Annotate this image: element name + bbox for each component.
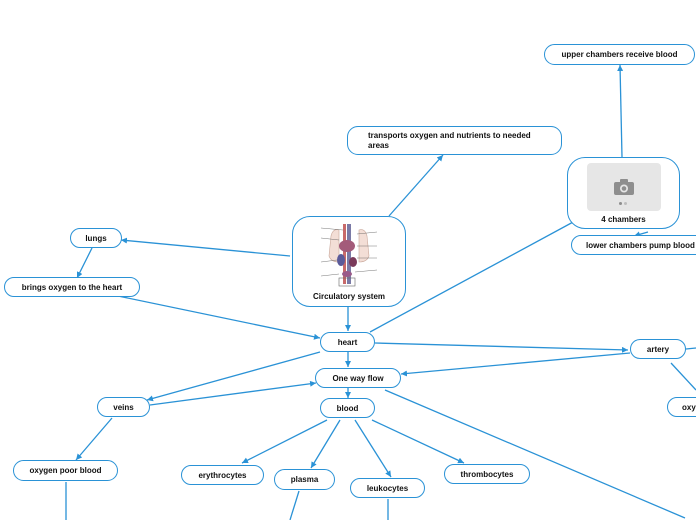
node-one-way-flow[interactable]: One way flow [315, 368, 401, 388]
node-label: transports oxygen and nutrients to neede… [368, 130, 531, 150]
node-upper-chambers[interactable]: upper chambers receive blood [544, 44, 695, 65]
node-label: brings oxygen to the heart [21, 282, 123, 292]
carousel-dot [618, 201, 622, 205]
node-label: erythrocytes [198, 470, 247, 480]
camera-icon [613, 178, 634, 195]
node-oxygen-poor-blood[interactable]: oxygen poor blood [13, 460, 118, 481]
node-blood[interactable]: blood [320, 398, 375, 418]
node-lower-chambers[interactable]: lower chambers pump blood [571, 235, 696, 255]
node-label: plasma [290, 475, 319, 484]
node-plasma[interactable]: plasma [274, 469, 335, 490]
circulatory-system-illustration [320, 224, 378, 287]
node-label: lower chambers pump blood [586, 240, 695, 250]
node-label: upper chambers receive blood [561, 50, 678, 59]
node-label: thrombocytes [460, 469, 514, 479]
carousel-dot [623, 201, 627, 205]
node-label: leukocytes [366, 483, 409, 493]
node-label: blood [336, 403, 359, 413]
node-leukocytes[interactable]: leukocytes [350, 478, 425, 498]
node-transports[interactable]: transports oxygen and nutrients to neede… [347, 126, 562, 155]
node-lungs[interactable]: lungs [70, 228, 122, 248]
node-label: One way flow [332, 373, 384, 383]
node-erythrocytes[interactable]: erythrocytes [181, 465, 264, 485]
node-label: 4 chambers [601, 214, 646, 224]
node-label: lungs [85, 233, 107, 243]
node-artery[interactable]: artery [630, 339, 686, 359]
node-heart[interactable]: heart [320, 332, 375, 352]
node-label: oxygen poor blood [29, 466, 102, 475]
image-placeholder [586, 162, 661, 211]
node-label: Circulatory system [312, 292, 386, 301]
node-oxy-partial[interactable]: oxy [667, 397, 696, 417]
node-label: veins [113, 402, 134, 412]
node-4-chambers[interactable]: 4 chambers [567, 157, 680, 229]
node-thrombocytes[interactable]: thrombocytes [444, 464, 530, 484]
node-veins[interactable]: veins [97, 397, 150, 417]
node-label: heart [337, 337, 358, 347]
node-circulatory-system[interactable]: Circulatory system [292, 216, 406, 307]
node-label: oxy [682, 402, 696, 412]
node-label: artery [646, 344, 670, 354]
node-brings-oxygen[interactable]: brings oxygen to the heart [4, 277, 140, 297]
